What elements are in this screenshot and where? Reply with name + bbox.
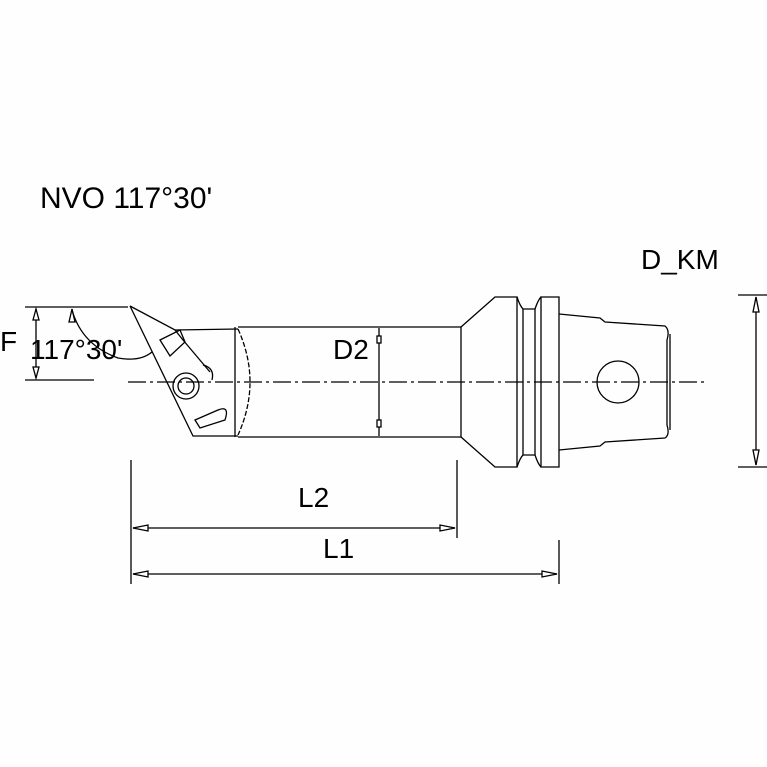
angle-label: 117°30'	[30, 334, 123, 365]
coupling-hole	[596, 360, 640, 404]
length-dimensions	[130, 460, 560, 584]
dkm-dimension	[738, 294, 767, 468]
cutting-insert-head	[129, 305, 239, 437]
d2-dimension	[376, 328, 382, 436]
l1-label: L1	[323, 533, 355, 564]
l2-label: L2	[298, 482, 330, 513]
dkm-label: D_KM	[641, 244, 719, 275]
angle-dimension	[68, 308, 153, 360]
drawing-title: NVO 117°30'	[40, 182, 213, 215]
shank	[234, 326, 462, 438]
km-coupling	[460, 296, 671, 468]
f-label: F	[0, 326, 18, 357]
d2-label: D2	[333, 334, 369, 365]
f-dimension	[25, 306, 128, 381]
